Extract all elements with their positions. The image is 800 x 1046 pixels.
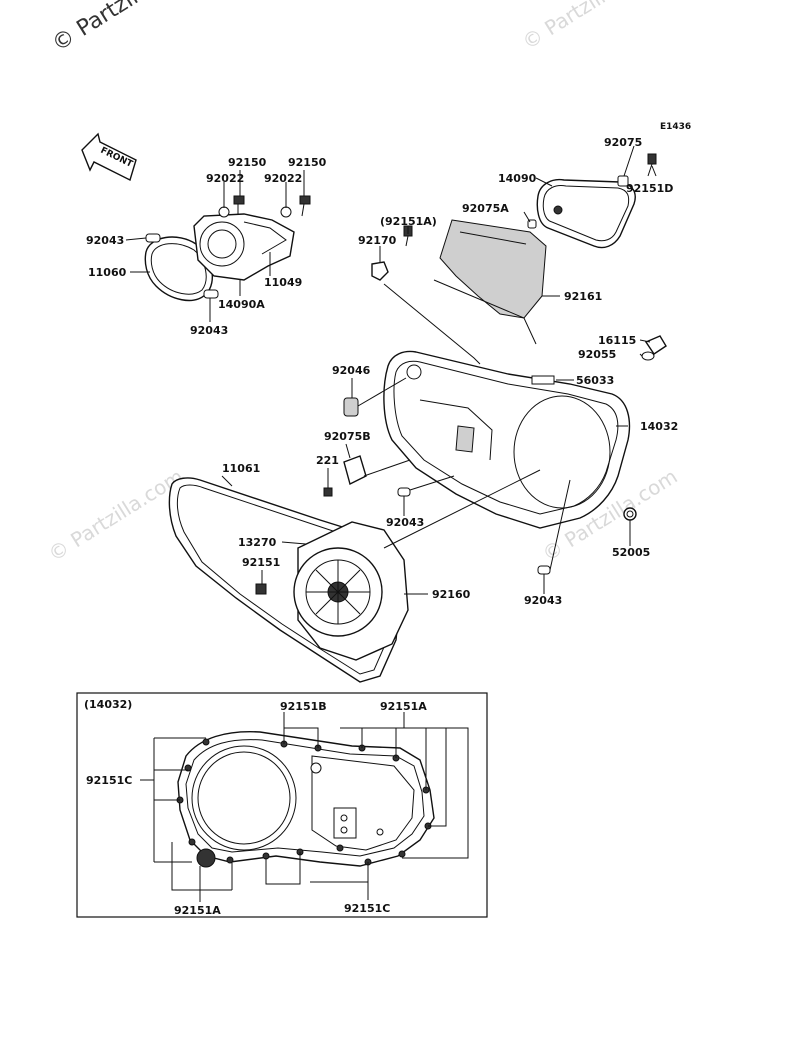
- clutch-cover-14032: [383, 350, 631, 529]
- label-11060: 11060: [88, 266, 127, 279]
- inset-label-92151A-bottom: 92151A: [174, 904, 221, 917]
- part-labels: 92075 14090 92151D 92075A (92151A) 92170…: [86, 136, 678, 607]
- diagram-code: E1436: [660, 122, 691, 132]
- label-56033: 56033: [576, 374, 614, 387]
- cover-14090A: [193, 213, 295, 281]
- label-14090A: 14090A: [218, 298, 265, 311]
- label-92043-c: 92043: [386, 516, 424, 529]
- dowel-92043-c: [397, 487, 411, 497]
- plate-92075B: [343, 455, 367, 486]
- label-92161: 92161: [564, 290, 602, 303]
- dowel-92043-a: [145, 233, 161, 243]
- label-92046: 92046: [332, 364, 371, 377]
- label-92022-a: 92022: [206, 172, 244, 185]
- label-92043-a: 92043: [86, 234, 124, 247]
- watermark-left: © Partzilla.com: [44, 464, 188, 566]
- label-11049: 11049: [264, 276, 302, 289]
- label-221: 221: [316, 454, 339, 467]
- label-14032: 14032: [640, 420, 678, 433]
- label-92043-b: 92043: [190, 324, 228, 337]
- watermark-main: © Partzilla.com: [48, 0, 205, 57]
- bolt-92150-a: [233, 195, 245, 214]
- washer-92022-a: [218, 206, 230, 218]
- inset-box: (14032): [76, 692, 488, 918]
- cap-16115: [644, 335, 667, 355]
- inset-label-92151B: 92151B: [280, 700, 327, 713]
- label-92075A: 92075A: [462, 202, 509, 215]
- label-92150-a: 92150: [228, 156, 267, 169]
- cover-92160: [293, 521, 409, 661]
- label-92160: 92160: [432, 588, 471, 601]
- clamp-92170: [371, 261, 389, 281]
- dowel-92043-d: [537, 565, 551, 575]
- label-11061: 11061: [222, 462, 260, 475]
- label-92151A-paren: (92151A): [380, 215, 437, 228]
- insulator-92161: [439, 219, 547, 319]
- label-92022-b: 92022: [264, 172, 302, 185]
- bolt-92150-b: [299, 195, 311, 217]
- seal-52005: [623, 507, 637, 521]
- dowel-92043-b: [203, 289, 219, 299]
- front-arrow-icon: FRONT: [81, 132, 137, 181]
- label-92150-b: 92150: [288, 156, 327, 169]
- washer-92022-b: [280, 206, 292, 218]
- inset-label-92151C-bottom: 92151C: [344, 902, 390, 915]
- leader-lines: [125, 145, 657, 595]
- cover-14090: [536, 178, 636, 249]
- label-13270: 13270: [238, 536, 277, 549]
- label-92151D: 92151D: [626, 182, 673, 195]
- inset-label-92151C-left: 92151C: [86, 774, 132, 787]
- label-92043-d: 92043: [524, 594, 562, 607]
- bolt-92151D: [647, 153, 657, 177]
- label-52005: 52005: [612, 546, 650, 559]
- inset-label-92151A-top: 92151A: [380, 700, 427, 713]
- inset-title: (14032): [84, 698, 132, 711]
- label-92055: 92055: [578, 348, 616, 361]
- watermark-top-right: © Partzilla.com: [518, 0, 662, 54]
- label-92170: 92170: [358, 234, 397, 247]
- label-92151: 92151: [242, 556, 280, 569]
- bearing-92046: [343, 397, 359, 417]
- label-92075B: 92075B: [324, 430, 371, 443]
- label-14090: 14090: [498, 172, 537, 185]
- grommet-92075: [617, 175, 629, 187]
- label-56033: [531, 375, 555, 385]
- o-ring-92055: [641, 351, 655, 361]
- label-16115: 16115: [598, 334, 636, 347]
- bolt-221: [323, 487, 333, 497]
- label-92075: 92075: [604, 136, 642, 149]
- bolt-92151: [255, 583, 267, 595]
